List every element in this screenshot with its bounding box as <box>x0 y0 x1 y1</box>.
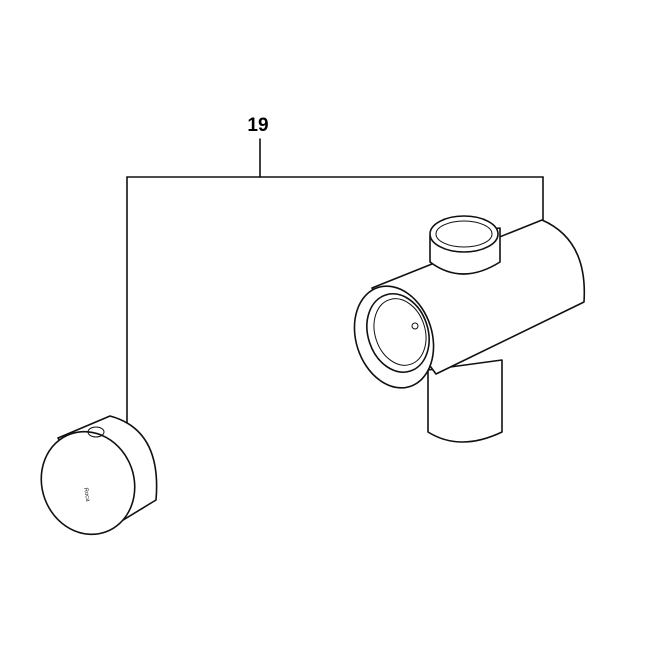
knob-face <box>40 430 136 536</box>
front-bore-hole <box>411 322 419 330</box>
top-inlet-inner <box>435 220 493 248</box>
bottom-outlet-tube <box>427 359 503 443</box>
valve-body <box>353 215 586 443</box>
top-inlet-rim <box>429 215 499 253</box>
knob-hole-icon <box>87 426 105 438</box>
front-thread <box>373 298 427 366</box>
knob-brand-label: Roca <box>82 487 90 502</box>
front-inner-rim <box>366 293 430 373</box>
control-knob: Roca <box>40 415 158 536</box>
part-number-label: 19 <box>247 115 268 136</box>
